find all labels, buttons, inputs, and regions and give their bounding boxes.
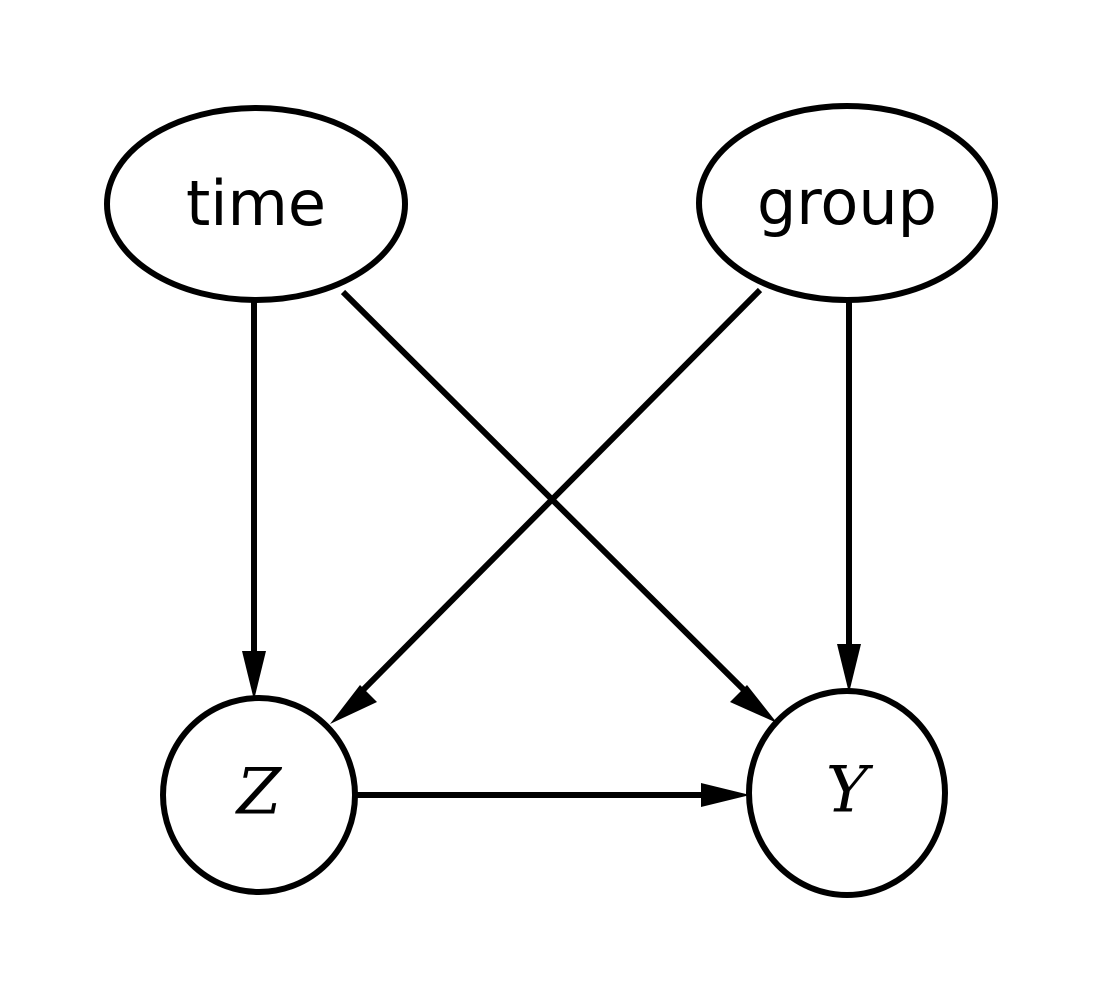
node-Z-circle[interactable] — [160, 695, 358, 895]
node-group: time group Z Y — [104, 103, 998, 898]
edge-time-to-Z — [242, 300, 266, 700]
node-Y-circle[interactable] — [746, 688, 948, 898]
edge-time-to-Z-arrowhead — [242, 651, 266, 700]
edge-group-to-Z — [330, 287, 763, 724]
node-time-ellipse[interactable] — [104, 105, 408, 303]
node-Z-label: Z — [235, 756, 283, 830]
node-group-ellipse[interactable] — [696, 103, 998, 303]
node-group-variable[interactable]: group — [696, 103, 998, 303]
edge-time-to-Y — [340, 289, 777, 723]
node-Y[interactable]: Y — [746, 688, 948, 898]
edge-time-to-Y-arrowhead — [730, 685, 777, 723]
edge-group — [242, 287, 861, 807]
edge-Z-to-Y — [356, 783, 750, 807]
edge-Z-to-Y-arrowhead — [701, 783, 750, 807]
node-time[interactable]: time — [104, 105, 408, 303]
edge-group-to-Z-line — [360, 287, 763, 693]
node-Z[interactable]: Z — [160, 695, 358, 895]
node-time-label: time — [186, 167, 326, 240]
edge-group-to-Y-arrowhead — [837, 644, 861, 693]
edge-time-to-Y-line — [340, 289, 747, 693]
edge-group-to-Z-arrowhead — [330, 685, 377, 724]
node-group-label: group — [757, 166, 937, 239]
node-Y-label: Y — [826, 754, 874, 828]
edge-group-to-Y — [837, 300, 861, 693]
